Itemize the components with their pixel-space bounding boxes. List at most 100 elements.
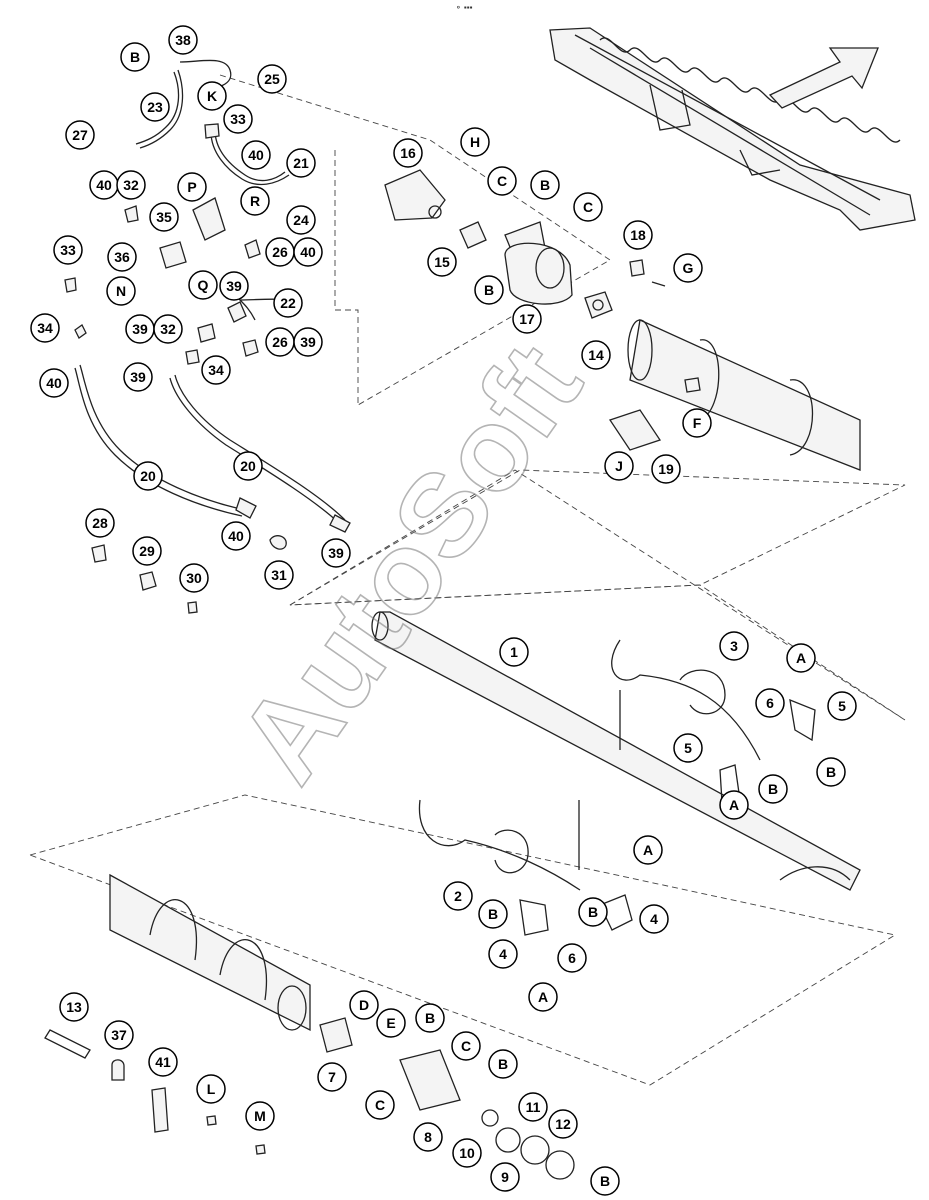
callout-text: 41 bbox=[155, 1054, 171, 1070]
callout-7: 7 bbox=[317, 1062, 347, 1092]
callout-text: B bbox=[826, 764, 836, 780]
callout-B: B bbox=[488, 1049, 518, 1079]
callout-Q: Q bbox=[188, 270, 218, 300]
callout-12: 12 bbox=[548, 1109, 578, 1139]
callout-text: 14 bbox=[588, 347, 604, 363]
callout-text: 31 bbox=[271, 567, 287, 583]
callout-circle bbox=[548, 1109, 578, 1139]
callout-text: 25 bbox=[264, 71, 280, 87]
callout-B: B bbox=[758, 774, 788, 804]
hydraulic-guide-line bbox=[334, 150, 359, 405]
callout-text: 5 bbox=[684, 740, 692, 756]
callout-40: 40 bbox=[293, 237, 323, 267]
callout-text: 39 bbox=[300, 334, 316, 350]
callout-text: B bbox=[484, 282, 494, 298]
callout-circle bbox=[639, 904, 669, 934]
callout-circle bbox=[557, 943, 587, 973]
motor-gearbox-group bbox=[384, 169, 666, 319]
callout-circle bbox=[651, 454, 681, 484]
callout-P: P bbox=[177, 172, 207, 202]
callout-1: 1 bbox=[499, 637, 529, 667]
callout-circle bbox=[149, 202, 179, 232]
callout-circle bbox=[758, 774, 788, 804]
callout-29: 29 bbox=[132, 536, 162, 566]
callout-circle bbox=[219, 271, 249, 301]
callout-circle bbox=[221, 521, 251, 551]
callout-4: 4 bbox=[639, 904, 669, 934]
callout-text: 28 bbox=[92, 515, 108, 531]
callout-text: J bbox=[615, 458, 623, 474]
callout-text: 5 bbox=[838, 698, 846, 714]
callout-circle bbox=[413, 1122, 443, 1152]
callout-circle bbox=[673, 253, 703, 283]
callout-text: B bbox=[488, 906, 498, 922]
callout-A: A bbox=[633, 835, 663, 865]
callout-text: B bbox=[540, 177, 550, 193]
callout-circle bbox=[133, 461, 163, 491]
callout-circle bbox=[490, 1162, 520, 1192]
callout-circle bbox=[499, 637, 529, 667]
callout-text: 18 bbox=[630, 227, 646, 243]
callout-17: 17 bbox=[512, 304, 542, 334]
callout-text: 8 bbox=[424, 1129, 432, 1145]
callout-8: 8 bbox=[413, 1122, 443, 1152]
callout-text: 37 bbox=[111, 1027, 127, 1043]
callout-circle bbox=[719, 790, 749, 820]
callout-circle bbox=[719, 631, 749, 661]
callout-circle bbox=[196, 1074, 226, 1104]
callout-39: 39 bbox=[219, 271, 249, 301]
callout-9: 9 bbox=[490, 1162, 520, 1192]
callout-text: A bbox=[729, 797, 739, 813]
callout-circle bbox=[365, 1090, 395, 1120]
callout-circle bbox=[148, 1047, 178, 1077]
callout-text: L bbox=[207, 1081, 216, 1097]
callout-20: 20 bbox=[233, 451, 263, 481]
callout-40: 40 bbox=[221, 521, 251, 551]
callout-text: 16 bbox=[400, 145, 416, 161]
callout-31: 31 bbox=[264, 560, 294, 590]
callout-text: 20 bbox=[140, 468, 156, 484]
callout-32: 32 bbox=[153, 314, 183, 344]
callout-text: 30 bbox=[186, 570, 202, 586]
callout-circle bbox=[528, 982, 558, 1012]
callout-10: 10 bbox=[452, 1138, 482, 1168]
direction-arrow-icon bbox=[768, 47, 879, 109]
callout-text: Q bbox=[198, 277, 209, 293]
callout-text: 39 bbox=[132, 321, 148, 337]
callout-3: 3 bbox=[719, 631, 749, 661]
callout-circle bbox=[682, 408, 712, 438]
callout-40: 40 bbox=[39, 368, 69, 398]
callout-circle bbox=[257, 64, 287, 94]
callout-text: B bbox=[588, 904, 598, 920]
callout-M: M bbox=[245, 1101, 275, 1131]
callout-A: A bbox=[786, 643, 816, 673]
callout-circle bbox=[65, 120, 95, 150]
callout-text: 40 bbox=[300, 244, 316, 260]
callout-B: B bbox=[816, 757, 846, 787]
callout-39: 39 bbox=[293, 327, 323, 357]
callout-text: B bbox=[498, 1056, 508, 1072]
callout-text: 35 bbox=[156, 209, 172, 225]
callout-B: B bbox=[590, 1166, 620, 1196]
callout-15: 15 bbox=[427, 247, 457, 277]
callout-L: L bbox=[196, 1074, 226, 1104]
callout-circle bbox=[415, 1003, 445, 1033]
callout-text: 11 bbox=[526, 1099, 541, 1115]
callout-26: 26 bbox=[265, 237, 295, 267]
callout-text: 26 bbox=[272, 334, 288, 350]
callout-21: 21 bbox=[286, 148, 316, 178]
callout-N: N bbox=[106, 276, 136, 306]
callout-text: 12 bbox=[555, 1116, 571, 1132]
callout-text: B bbox=[130, 49, 140, 65]
callout-circle bbox=[201, 355, 231, 385]
callout-text: F bbox=[693, 415, 702, 431]
callout-circle bbox=[233, 451, 263, 481]
callout-circle bbox=[245, 1101, 275, 1131]
callout-19: 19 bbox=[651, 454, 681, 484]
callout-24: 24 bbox=[286, 205, 316, 235]
callout-circle bbox=[321, 538, 351, 568]
callout-30: 30 bbox=[179, 563, 209, 593]
callout-text: 34 bbox=[208, 362, 224, 378]
callout-2: 2 bbox=[443, 881, 473, 911]
callout-D: D bbox=[349, 990, 379, 1020]
